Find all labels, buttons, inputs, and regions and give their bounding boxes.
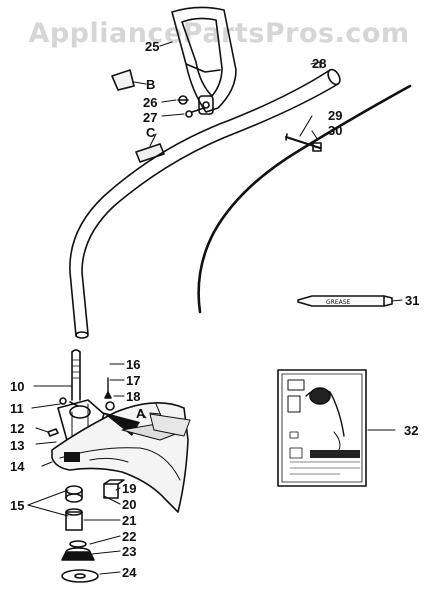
part-label-30: 30 xyxy=(328,123,342,138)
part-labels: 25 B 26 27 C 28 29 30 31 16 17 18 10 11 … xyxy=(10,39,419,580)
drive-cable-part xyxy=(197,84,412,314)
part-label-17: 17 xyxy=(126,373,140,388)
label-c-part xyxy=(135,143,165,163)
spindle-assembly xyxy=(61,479,125,583)
part-label-16: 16 xyxy=(126,357,140,372)
label-b-tag xyxy=(111,69,135,91)
part-label-24: 24 xyxy=(122,565,137,580)
part-label-27: 27 xyxy=(143,110,157,125)
part-label-29: 29 xyxy=(328,108,342,123)
part-label-19: 19 xyxy=(122,481,136,496)
part-label-31: 31 xyxy=(405,293,419,308)
grease-tube-part xyxy=(297,295,393,307)
bolt-29-30 xyxy=(285,133,322,152)
part-label-20: 20 xyxy=(122,497,136,512)
part-label-14: 14 xyxy=(10,459,25,474)
part-label-23: 23 xyxy=(122,544,136,559)
d-handle-part xyxy=(171,6,237,115)
grease-tube-text: GREASE xyxy=(326,299,351,306)
part-label-21: 21 xyxy=(122,513,136,528)
part-label-12: 12 xyxy=(10,421,24,436)
part-label-32: 32 xyxy=(404,423,418,438)
part-label-a: A xyxy=(136,406,146,421)
part-label-25: 25 xyxy=(145,39,159,54)
part-label-22: 22 xyxy=(122,529,136,544)
part-label-c: C xyxy=(146,125,156,140)
part-label-18: 18 xyxy=(126,389,140,404)
part-label-26: 26 xyxy=(143,95,157,110)
part-label-11: 11 xyxy=(10,401,24,416)
washer-27 xyxy=(185,110,193,118)
part-label-28: 28 xyxy=(312,56,326,71)
part-label-b: B xyxy=(146,77,155,92)
drive-shaft-10 xyxy=(71,349,81,401)
curved-shaft-part xyxy=(69,68,341,339)
owners-manual-part xyxy=(277,369,367,487)
part-label-15: 15 xyxy=(10,498,24,513)
part-label-13: 13 xyxy=(10,438,24,453)
part-label-10: 10 xyxy=(10,379,24,394)
